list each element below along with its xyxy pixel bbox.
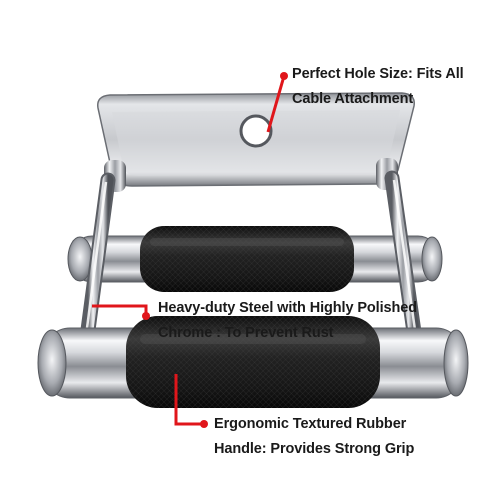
- callout-hole-line-1: Perfect Hole Size: Fits All: [292, 66, 464, 82]
- upper-grip: [140, 226, 354, 292]
- callout-hole-size: Perfect Hole Size: Fits All Cable Attach…: [292, 62, 464, 112]
- callout-steel-chrome: Heavy-duty Steel with Highly Polished Ch…: [158, 296, 417, 346]
- attachment-hole: [239, 114, 273, 148]
- callout-rubber-grip: Ergonomic Textured Rubber Handle: Provid…: [214, 412, 414, 462]
- callout-pointer-hole: [266, 72, 288, 133]
- callout-grip-line-2: Handle: Provides Strong Grip: [214, 441, 415, 457]
- mounting-plate: [97, 92, 415, 187]
- callout-pointer-grip: [174, 374, 208, 428]
- callout-steel-line-2: Chrome : To Prevent Rust: [158, 325, 334, 341]
- callout-grip-line-1: Ergonomic Textured Rubber: [214, 416, 407, 432]
- callout-steel-line-1: Heavy-duty Steel with Highly Polished: [158, 300, 417, 316]
- lower-grip: [126, 316, 380, 408]
- side-rod-right: [384, 170, 422, 340]
- callout-pointer-steel: [92, 304, 150, 320]
- callout-hole-line-2: Cable Attachment: [292, 91, 414, 107]
- side-rod-left: [80, 172, 116, 338]
